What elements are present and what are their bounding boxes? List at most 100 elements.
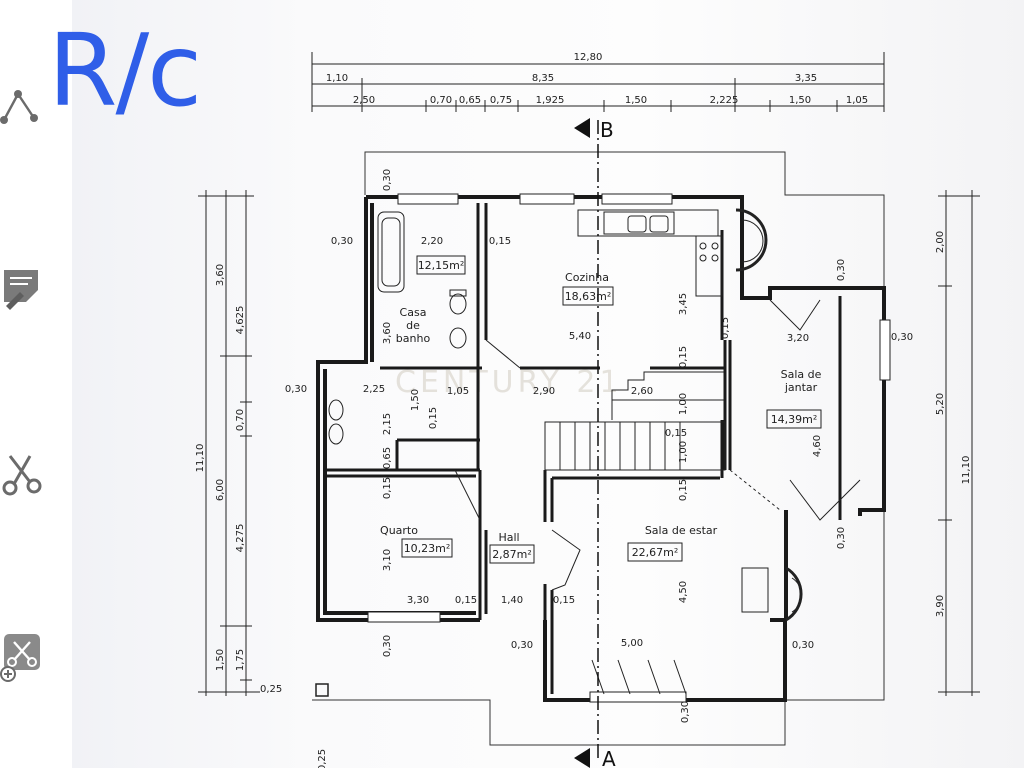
- dim-label: 0,15: [455, 595, 477, 606]
- interior-walls: [325, 203, 842, 700]
- dim-label: 3,20: [787, 333, 809, 344]
- room-name: Sala de estar: [645, 524, 718, 537]
- area-edit-icon[interactable]: [0, 266, 44, 310]
- dim-label: 0,30: [285, 384, 307, 395]
- dim-label: 5,20: [935, 393, 946, 415]
- dim-label: 1,50: [215, 649, 226, 671]
- dim-label: 0,70: [235, 409, 246, 431]
- polyline-measure-icon[interactable]: [0, 82, 44, 126]
- dim-label: 3,35: [795, 73, 817, 84]
- left-dimension-lines: [198, 190, 260, 696]
- scissors-icon[interactable]: [0, 452, 44, 496]
- openings: [367, 193, 891, 703]
- dim-label: 0,15: [428, 407, 439, 429]
- dim-label: 2,225: [710, 95, 739, 106]
- dim-label: 1,05: [447, 386, 469, 397]
- dim-label: 3,90: [935, 595, 946, 617]
- dim-label: 1,925: [536, 95, 565, 106]
- dim-label: 2,50: [353, 95, 375, 106]
- dim-label: 0,30: [792, 640, 814, 651]
- dim-label: 0,30: [331, 236, 353, 247]
- section-marker-b: B: [600, 118, 614, 142]
- left-dimensions: 11,10 3,60 6,00 1,50 4,625 0,70 4,275 1,…: [195, 264, 282, 695]
- dim-total-depth: 11,10: [195, 444, 206, 473]
- dim-label: 0,30: [680, 701, 691, 723]
- room-name: Cozinha: [565, 271, 609, 284]
- dim-label: 1,50: [625, 95, 647, 106]
- room-area: 2,87m²: [492, 548, 532, 561]
- dim-label: 0,15: [678, 346, 689, 368]
- dim-label: 5,00: [621, 638, 643, 649]
- dim-label: 0,25: [317, 749, 328, 768]
- dim-label: 0,15: [678, 479, 689, 501]
- dim-label: 6,00: [215, 479, 226, 501]
- dim-label: 1,40: [501, 595, 523, 606]
- dim-label: 0,30: [382, 635, 393, 657]
- watermark: CENTURY 21: [395, 365, 623, 400]
- dim-label: 1,75: [235, 649, 246, 671]
- dim-label: 3,60: [215, 264, 226, 286]
- dim-label: 1,00: [678, 393, 689, 415]
- right-dimensions: 11,10 2,00 5,20 3,90: [935, 231, 972, 617]
- dim-total-width: 12,80: [574, 52, 603, 63]
- section-marker-a: A: [602, 747, 616, 768]
- dim-label: 2,25: [363, 384, 385, 395]
- top-dimensions: 12,80 1,10 8,35 3,35 2,50 0,70 0,65 0,75…: [326, 52, 868, 106]
- dim-label: 4,50: [678, 581, 689, 603]
- corner-marker: [315, 683, 329, 697]
- dim-label: 3,30: [407, 595, 429, 606]
- dim-label: 0,15: [489, 236, 511, 247]
- section-line: [574, 118, 599, 768]
- dim-label: 1,10: [326, 73, 348, 84]
- cut-add-icon[interactable]: [0, 634, 44, 682]
- room-name: Quarto: [380, 524, 418, 537]
- dim-label: 1,50: [789, 95, 811, 106]
- dim-label: 0,65: [382, 447, 393, 469]
- drawing-sheet: [72, 0, 1024, 768]
- dim-label: 0,30: [511, 640, 533, 651]
- level-title: R/c: [48, 12, 202, 129]
- dim-label: 0,30: [836, 259, 847, 281]
- dim-label: 3,10: [382, 549, 393, 571]
- dim-label: 0,25: [260, 684, 282, 695]
- dim-label: 2,15: [382, 413, 393, 435]
- kitchen-fixtures: [577, 208, 768, 297]
- room-area: 10,23m²: [404, 542, 451, 555]
- dim-label: 1,05: [846, 95, 868, 106]
- dim-label: 0,30: [891, 332, 913, 343]
- dim-label: 0,75: [490, 95, 512, 106]
- bathroom-fixtures: [328, 211, 467, 445]
- top-dimension-lines: [311, 52, 885, 112]
- dim-label: 0,30: [836, 527, 847, 549]
- room-name: Hall: [498, 531, 519, 544]
- dim-total-depth: 11,10: [961, 456, 972, 485]
- room-area: 22,67m²: [632, 546, 679, 559]
- dim-label: 0,15: [720, 317, 731, 339]
- dim-label: 3,45: [678, 293, 689, 315]
- right-dimension-lines: [938, 190, 980, 696]
- dim-label: 8,35: [532, 73, 554, 84]
- dim-label: 5,40: [569, 331, 591, 342]
- staircase: [544, 371, 726, 471]
- dim-label: 0,15: [382, 477, 393, 499]
- dim-label: 2,00: [935, 231, 946, 253]
- room-area: 18,63m²: [565, 290, 612, 303]
- site-outline: [312, 151, 885, 746]
- room-area: 12,15m²: [418, 259, 465, 272]
- dim-label: 2,20: [421, 236, 443, 247]
- dim-label: 0,65: [459, 95, 481, 106]
- dim-label: 0,30: [382, 169, 393, 191]
- tool-sidebar: [0, 0, 72, 768]
- dim-label: 4,625: [235, 306, 246, 335]
- dim-label: 0,70: [430, 95, 452, 106]
- room-area: 14,39m²: [771, 413, 818, 426]
- dim-label: 1,00: [678, 441, 689, 463]
- dim-label: 3,60: [382, 322, 393, 344]
- dim-label: 0,15: [665, 428, 687, 439]
- dim-label: 4,60: [812, 435, 823, 457]
- dim-label: 2,90: [533, 386, 555, 397]
